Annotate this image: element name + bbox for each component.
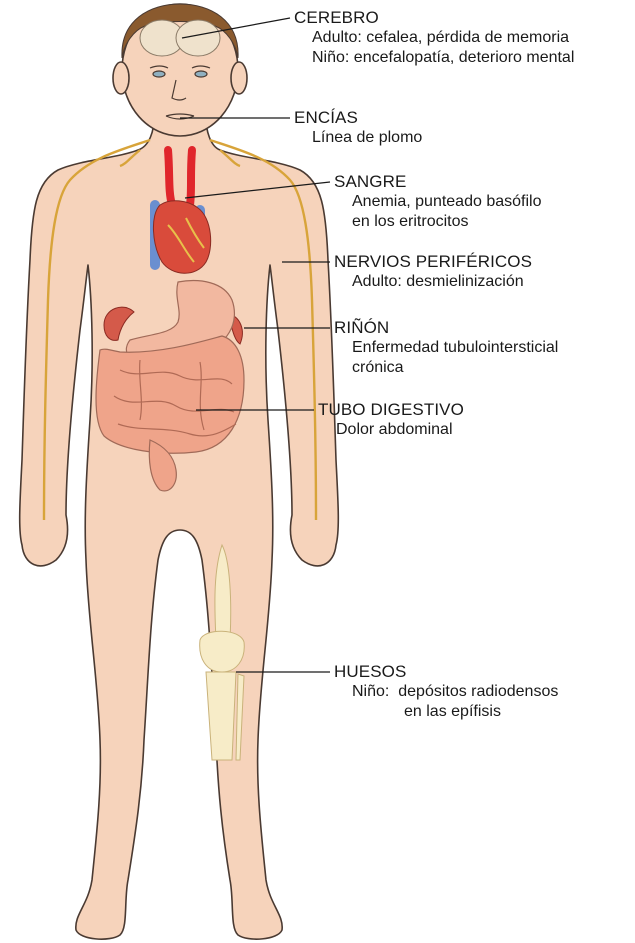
- label-tubo-title: TUBO DIGESTIVO: [318, 400, 464, 420]
- label-encias-title: ENCÍAS: [294, 108, 422, 128]
- label-cerebro-title: CEREBRO: [294, 8, 574, 28]
- label-rinon-title: RIÑÓN: [334, 318, 558, 338]
- label-encias: ENCÍAS Línea de plomo: [294, 108, 422, 148]
- label-huesos-title: HUESOS: [334, 662, 558, 682]
- body-silhouette: [20, 4, 339, 939]
- label-nervios-title: NERVIOS PERIFÉRICOS: [334, 252, 532, 272]
- label-sangre-line-2: en los eritrocitos: [334, 212, 541, 232]
- label-rinon: RIÑÓN Enfermedad tubulointersticial crón…: [334, 318, 558, 378]
- label-huesos-line-2: en las epífisis: [334, 702, 558, 722]
- label-cerebro-line-2: Niño: encefalopatía, deterioro mental: [294, 48, 574, 68]
- label-tubo: TUBO DIGESTIVO Dolor abdominal: [318, 400, 464, 440]
- label-rinon-line-2: crónica: [334, 358, 558, 378]
- heart-organ: [153, 201, 210, 274]
- label-sangre: SANGRE Anemia, punteado basófilo en los …: [334, 172, 541, 232]
- label-huesos-line-1: Niño: depósitos radiodensos: [334, 682, 558, 702]
- label-cerebro: CEREBRO Adulto: cefalea, pérdida de memo…: [294, 8, 574, 68]
- label-sangre-title: SANGRE: [334, 172, 541, 192]
- label-sangre-line-1: Anemia, punteado basófilo: [334, 192, 541, 212]
- label-encias-line-1: Línea de plomo: [294, 128, 422, 148]
- label-rinon-line-1: Enfermedad tubulointersticial: [334, 338, 558, 358]
- label-cerebro-line-1: Adulto: cefalea, pérdida de memoria: [294, 28, 574, 48]
- label-nervios-line-1: Adulto: desmielinización: [334, 272, 532, 292]
- label-tubo-line-1: Dolor abdominal: [318, 420, 464, 440]
- label-nervios: NERVIOS PERIFÉRICOS Adulto: desmieliniza…: [334, 252, 532, 292]
- label-huesos: HUESOS Niño: depósitos radiodensos en la…: [334, 662, 558, 722]
